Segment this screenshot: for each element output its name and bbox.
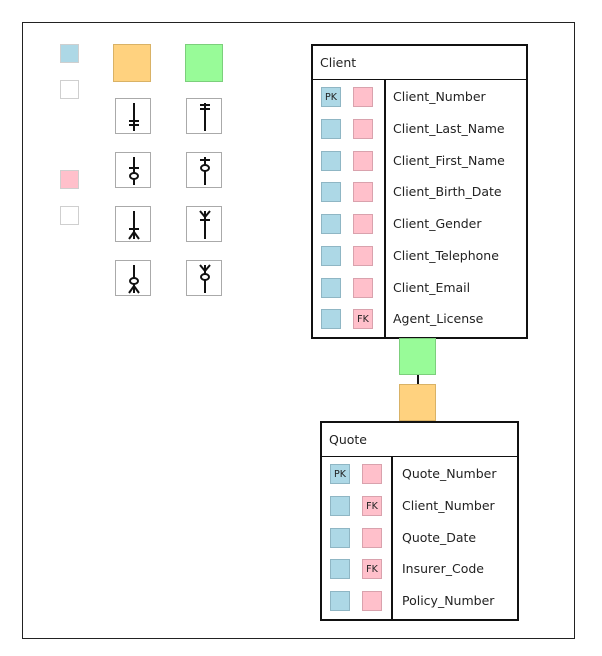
quote-field-row[interactable]: FK Insurer_Code: [322, 553, 517, 585]
one-mandatory-icon[interactable]: [186, 98, 222, 134]
field-name: Policy_Number: [402, 593, 495, 608]
pk-indicator[interactable]: [330, 559, 350, 580]
green-color-swatch[interactable]: [185, 44, 223, 82]
one-mandatory-icon[interactable]: [115, 98, 151, 134]
client-field-row[interactable]: Client_Birth_Date: [313, 176, 526, 208]
zero-or-many-icon[interactable]: [186, 260, 222, 296]
quote-field-row[interactable]: PK Quote_Number: [322, 458, 517, 490]
field-name: Quote_Number: [402, 466, 497, 481]
quote-entity-header[interactable]: Quote: [322, 423, 517, 457]
fk-indicator[interactable]: [362, 591, 382, 611]
field-name: Client_Last_Name: [393, 120, 505, 136]
client-field-row[interactable]: PK Client_Number: [313, 81, 526, 113]
field-name: Client_Gender: [393, 216, 482, 231]
quote-field-row[interactable]: Quote_Date: [322, 522, 517, 554]
one-or-many-icon[interactable]: [186, 206, 222, 242]
pk-indicator[interactable]: [321, 150, 341, 171]
field-name: Agent_License: [393, 311, 484, 327]
pk-indicator[interactable]: [330, 591, 350, 611]
pk-indicator[interactable]: [330, 495, 350, 516]
quote-relationship-color-box[interactable]: [399, 384, 436, 421]
pk-indicator[interactable]: [321, 245, 341, 266]
field-name: Insurer_Code: [402, 561, 484, 577]
zero-or-one-icon[interactable]: [186, 152, 222, 188]
fk-indicator[interactable]: [353, 214, 373, 234]
field-name: Client_Number: [393, 89, 486, 104]
one-or-many-icon[interactable]: [115, 206, 151, 242]
pk-indicator[interactable]: [330, 527, 350, 548]
fk-indicator[interactable]: FK: [362, 495, 382, 516]
fk-indicator[interactable]: [353, 150, 373, 171]
pk-indicator[interactable]: [321, 214, 341, 234]
client-field-row[interactable]: Client_Gender: [313, 208, 526, 240]
fk-indicator[interactable]: [353, 87, 373, 107]
client-field-row[interactable]: Client_Last_Name: [313, 113, 526, 145]
pk-indicator[interactable]: [321, 309, 341, 330]
field-name: Client_Birth_Date: [393, 184, 502, 200]
field-name: Quote_Date: [402, 529, 477, 545]
fk-legend-swatch: [60, 170, 79, 189]
quote-field-row[interactable]: FK Client_Number: [322, 490, 517, 522]
zero-or-many-icon[interactable]: [115, 260, 151, 296]
field-name: Client_Number: [402, 497, 495, 513]
quote-entity-title: Quote: [329, 432, 368, 447]
fk-indicator[interactable]: [353, 277, 373, 298]
fk-indicator[interactable]: [353, 245, 373, 266]
fk-indicator[interactable]: FK: [353, 309, 373, 330]
pk-empty-legend-swatch: [60, 80, 79, 99]
pk-indicator[interactable]: [321, 182, 341, 203]
client-field-row[interactable]: Client_Telephone: [313, 240, 526, 272]
relationship-line[interactable]: [417, 375, 419, 384]
client-entity-header[interactable]: Client: [313, 46, 526, 80]
fk-indicator[interactable]: [362, 527, 382, 548]
fk-indicator[interactable]: [362, 464, 382, 484]
fk-indicator[interactable]: [353, 118, 373, 139]
pk-indicator[interactable]: PK: [330, 464, 350, 484]
orange-color-swatch[interactable]: [113, 44, 151, 82]
client-field-row[interactable]: Client_Email: [313, 272, 526, 304]
client-entity-title: Client: [320, 55, 357, 70]
pk-indicator[interactable]: [321, 118, 341, 139]
field-name: Client_First_Name: [393, 152, 505, 168]
fk-empty-legend-swatch: [60, 206, 79, 225]
field-name: Client_Email: [393, 279, 471, 295]
fk-indicator[interactable]: [353, 182, 373, 203]
quote-field-row[interactable]: Policy_Number: [322, 585, 517, 617]
zero-or-one-icon[interactable]: [115, 152, 151, 188]
client-field-row[interactable]: Client_First_Name: [313, 145, 526, 177]
fk-indicator[interactable]: FK: [362, 559, 382, 580]
pk-indicator[interactable]: [321, 277, 341, 298]
pk-indicator[interactable]: PK: [321, 87, 341, 107]
pk-legend-swatch: [60, 44, 79, 63]
field-name: Client_Telephone: [393, 247, 499, 263]
client-field-row[interactable]: FK Agent_License: [313, 303, 526, 335]
client-relationship-color-box[interactable]: [399, 338, 436, 375]
